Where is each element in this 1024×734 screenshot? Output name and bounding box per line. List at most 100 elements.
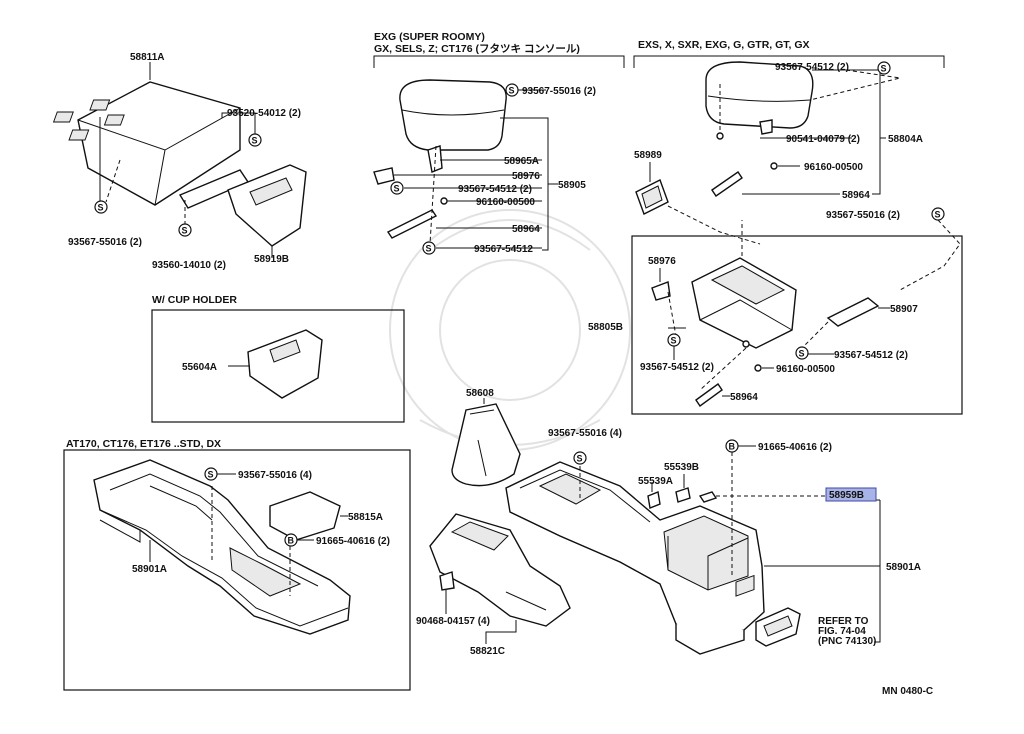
label-exs-58964: 58964 bbox=[842, 190, 870, 201]
screw-symbol: S bbox=[505, 83, 519, 97]
std-models-box bbox=[63, 449, 411, 691]
highlight-58959B[interactable] bbox=[825, 487, 877, 502]
label-refer-line3: (PNC 74130) bbox=[818, 636, 876, 647]
exg-bracket bbox=[373, 55, 625, 68]
screw-symbol: S bbox=[204, 467, 218, 481]
exs-inner-box bbox=[631, 235, 963, 415]
screw-symbol: S bbox=[390, 181, 404, 195]
cup-holder-box bbox=[151, 309, 405, 423]
label-90541: 90541-04079 (2) bbox=[786, 134, 860, 145]
box-hardware bbox=[668, 327, 834, 407]
label-58815A: 58815A bbox=[348, 512, 383, 523]
shift-boot-58608 bbox=[451, 398, 521, 487]
label-58907: 58907 bbox=[890, 304, 918, 315]
label-55539B: 55539B bbox=[664, 462, 699, 473]
svg-text:S: S bbox=[426, 244, 432, 254]
svg-text:S: S bbox=[881, 64, 887, 74]
svg-text:S: S bbox=[182, 226, 188, 236]
label-55539A: 55539A bbox=[638, 476, 673, 487]
label-box-58976: 58976 bbox=[648, 256, 676, 267]
label-box-93567-a: 93567-54512 (2) bbox=[640, 362, 714, 373]
svg-text:S: S bbox=[208, 470, 214, 480]
label-refer-line2: FIG. 74-04 bbox=[818, 626, 866, 637]
label-box-58964: 58964 bbox=[730, 392, 758, 403]
screw-symbol: S bbox=[422, 241, 436, 255]
label-exg-93567-54512: 93567-54512 bbox=[474, 244, 533, 255]
label-58821C: 58821C bbox=[470, 646, 505, 657]
label-93520: 93520-54012 (2) bbox=[227, 108, 301, 119]
label-std-91665: 91665-40616 (2) bbox=[316, 536, 390, 547]
exg-hardware bbox=[373, 145, 542, 249]
screw-symbol: S bbox=[877, 61, 891, 75]
cover-58821C bbox=[429, 513, 571, 644]
label-exg-58976: 58976 bbox=[512, 171, 540, 182]
label-exg-93567-55016: 93567-55016 (2) bbox=[522, 86, 596, 97]
label-55604A: 55604A bbox=[182, 362, 217, 373]
exs-leader-dashed bbox=[899, 219, 961, 291]
screw-symbol: S bbox=[795, 346, 809, 360]
svg-text:S: S bbox=[509, 86, 515, 96]
diagram-code: MN 0480-C bbox=[882, 686, 933, 697]
screw-symbol: S bbox=[573, 451, 587, 465]
console-compartment-58805B bbox=[691, 220, 797, 349]
svg-text:B: B bbox=[288, 536, 295, 546]
header-exg-line2: GX, SELS, Z; CT176 (フタツキ コンソール) bbox=[374, 43, 580, 55]
svg-text:S: S bbox=[252, 136, 258, 146]
label-58804A: 58804A bbox=[888, 134, 923, 145]
label-58608: 58608 bbox=[466, 388, 494, 399]
svg-text:S: S bbox=[935, 210, 941, 220]
exs-bracket bbox=[633, 55, 945, 68]
header-exg-line1: EXG (SUPER ROOMY) bbox=[374, 31, 485, 43]
label-std-93567: 93567-55016 (4) bbox=[238, 470, 312, 481]
label-exg-96160: 96160-00500 bbox=[476, 197, 535, 208]
header-std-models: AT170, CT176, ET176 ..STD, DX bbox=[66, 438, 221, 450]
label-58965A: 58965A bbox=[504, 156, 539, 167]
bolt-symbol: B bbox=[725, 439, 739, 453]
svg-text:S: S bbox=[577, 454, 583, 464]
svg-text:S: S bbox=[394, 184, 400, 194]
header-cup-holder: W/ CUP HOLDER bbox=[152, 294, 237, 306]
svg-text:S: S bbox=[671, 336, 677, 346]
screw-symbol: S bbox=[248, 133, 262, 147]
main-console-58901A bbox=[505, 461, 765, 655]
label-exs-93567-54512-2: 93567-54512 (2) bbox=[775, 62, 849, 73]
label-93567-55016-left: 93567-55016 (2) bbox=[68, 237, 142, 248]
label-refer-line1: REFER TO bbox=[818, 616, 869, 627]
refer-part-74130 bbox=[755, 607, 801, 647]
screw-symbol: S bbox=[94, 200, 108, 214]
label-58959B[interactable]: 58959B bbox=[829, 490, 864, 501]
label-58805B: 58805B bbox=[588, 322, 623, 333]
label-exg-58964: 58964 bbox=[512, 224, 540, 235]
label-91665-40616: 91665-40616 (2) bbox=[758, 442, 832, 453]
label-box-93567-b: 93567-54512 (2) bbox=[834, 350, 908, 361]
clip-90468 bbox=[439, 571, 455, 614]
svg-text:S: S bbox=[98, 203, 104, 213]
screw-symbol: S bbox=[178, 223, 192, 237]
label-box-96160: 96160-00500 bbox=[776, 364, 835, 375]
header-exs: EXS, X, SXR, EXG, G, GTR, GT, GX bbox=[638, 39, 810, 51]
bolt-symbol: B bbox=[284, 533, 298, 547]
label-58905: 58905 bbox=[558, 180, 586, 191]
screw-symbol: S bbox=[667, 333, 681, 347]
cup-holder-part bbox=[228, 329, 323, 399]
bracket-58907 bbox=[801, 297, 890, 349]
std-console-58901A bbox=[93, 459, 351, 635]
label-exs-93567-55016: 93567-55016 (2) bbox=[826, 210, 900, 221]
label-58811A: 58811A bbox=[130, 52, 164, 63]
main-console-hardware bbox=[579, 445, 881, 643]
label-main-58901A: 58901A bbox=[886, 562, 921, 573]
label-90468: 90468-04157 (4) bbox=[416, 616, 490, 627]
label-58989: 58989 bbox=[634, 150, 662, 161]
label-exs-96160: 96160-00500 bbox=[804, 162, 863, 173]
svg-text:B: B bbox=[729, 442, 736, 452]
exs-58989-pad bbox=[635, 162, 761, 245]
label-58919B: 58919B bbox=[254, 254, 289, 265]
label-93560: 93560-14010 (2) bbox=[152, 260, 226, 271]
label-93567-55016-4: 93567-55016 (4) bbox=[548, 428, 622, 439]
exs-armrest-lid bbox=[705, 61, 901, 197]
label-std-58901A: 58901A bbox=[132, 564, 167, 575]
screw-symbol: S bbox=[931, 207, 945, 221]
std-tray-58815A bbox=[269, 491, 348, 541]
upper-console-box-group bbox=[52, 62, 307, 258]
